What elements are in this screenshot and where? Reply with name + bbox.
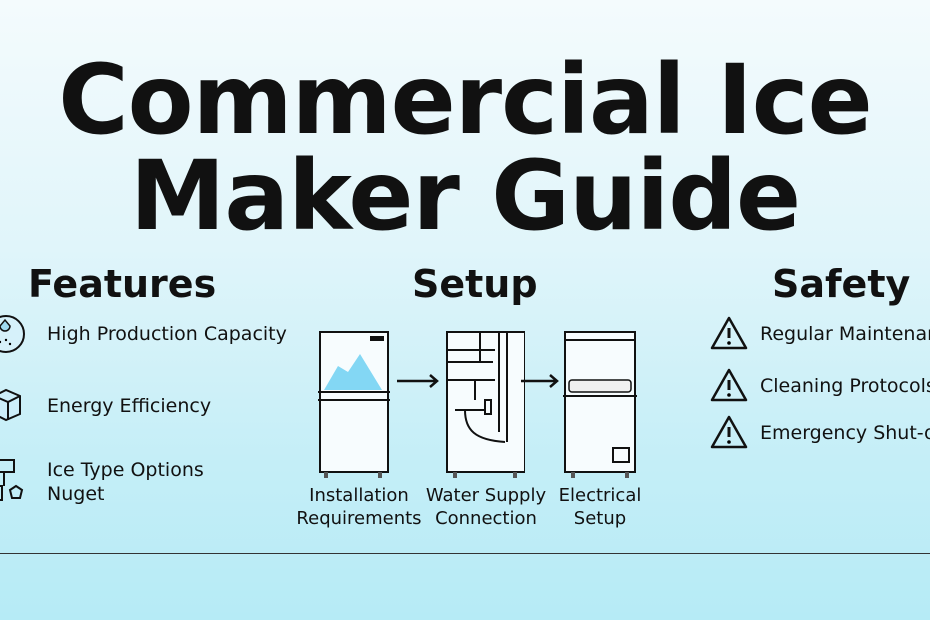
feature-label: Energy Efficiency xyxy=(47,395,212,417)
divider xyxy=(0,553,930,554)
caption-line: Water Supply xyxy=(425,485,547,506)
caption-line: Requirements xyxy=(296,508,422,529)
feature-item: High Production Capacity xyxy=(0,315,287,353)
features-heading: Features xyxy=(28,262,217,306)
caption-line: Setup xyxy=(573,508,627,529)
feature-item: Ice Type Options Nuget xyxy=(0,458,204,506)
caption-line: Connection xyxy=(435,508,537,529)
arrow-right-icon xyxy=(521,374,559,388)
warning-icon xyxy=(710,368,748,402)
ice-cube-icon xyxy=(0,388,21,422)
safety-label: Cleaning Protocols xyxy=(760,375,930,397)
warning-icon xyxy=(710,415,748,449)
setup-heading: Setup xyxy=(412,262,538,306)
feature-sublabel: Nuget xyxy=(47,483,105,505)
warning-icon xyxy=(710,316,748,350)
caption-line: Electrical xyxy=(558,485,642,506)
title-line-2: Maker Guide xyxy=(129,140,801,252)
safety-label: Emergency Shut-o xyxy=(760,422,930,444)
title-line-1: Commercial Ice xyxy=(58,44,873,156)
ice-maker-installation-icon xyxy=(318,331,390,478)
caption-line: Installation xyxy=(309,485,409,506)
feature-label: Ice Type Options xyxy=(47,459,204,481)
arrow-right-icon xyxy=(397,374,439,388)
ice-drop-icon xyxy=(0,315,25,353)
feature-label: High Production Capacity xyxy=(47,323,287,345)
feature-item: Energy Efficiency xyxy=(0,388,212,422)
ice-types-icon xyxy=(0,459,24,501)
electrical-setup-icon xyxy=(563,331,637,478)
safety-heading: Safety xyxy=(772,262,911,306)
water-supply-icon xyxy=(446,331,525,478)
safety-label: Regular Maintenan xyxy=(760,323,930,345)
